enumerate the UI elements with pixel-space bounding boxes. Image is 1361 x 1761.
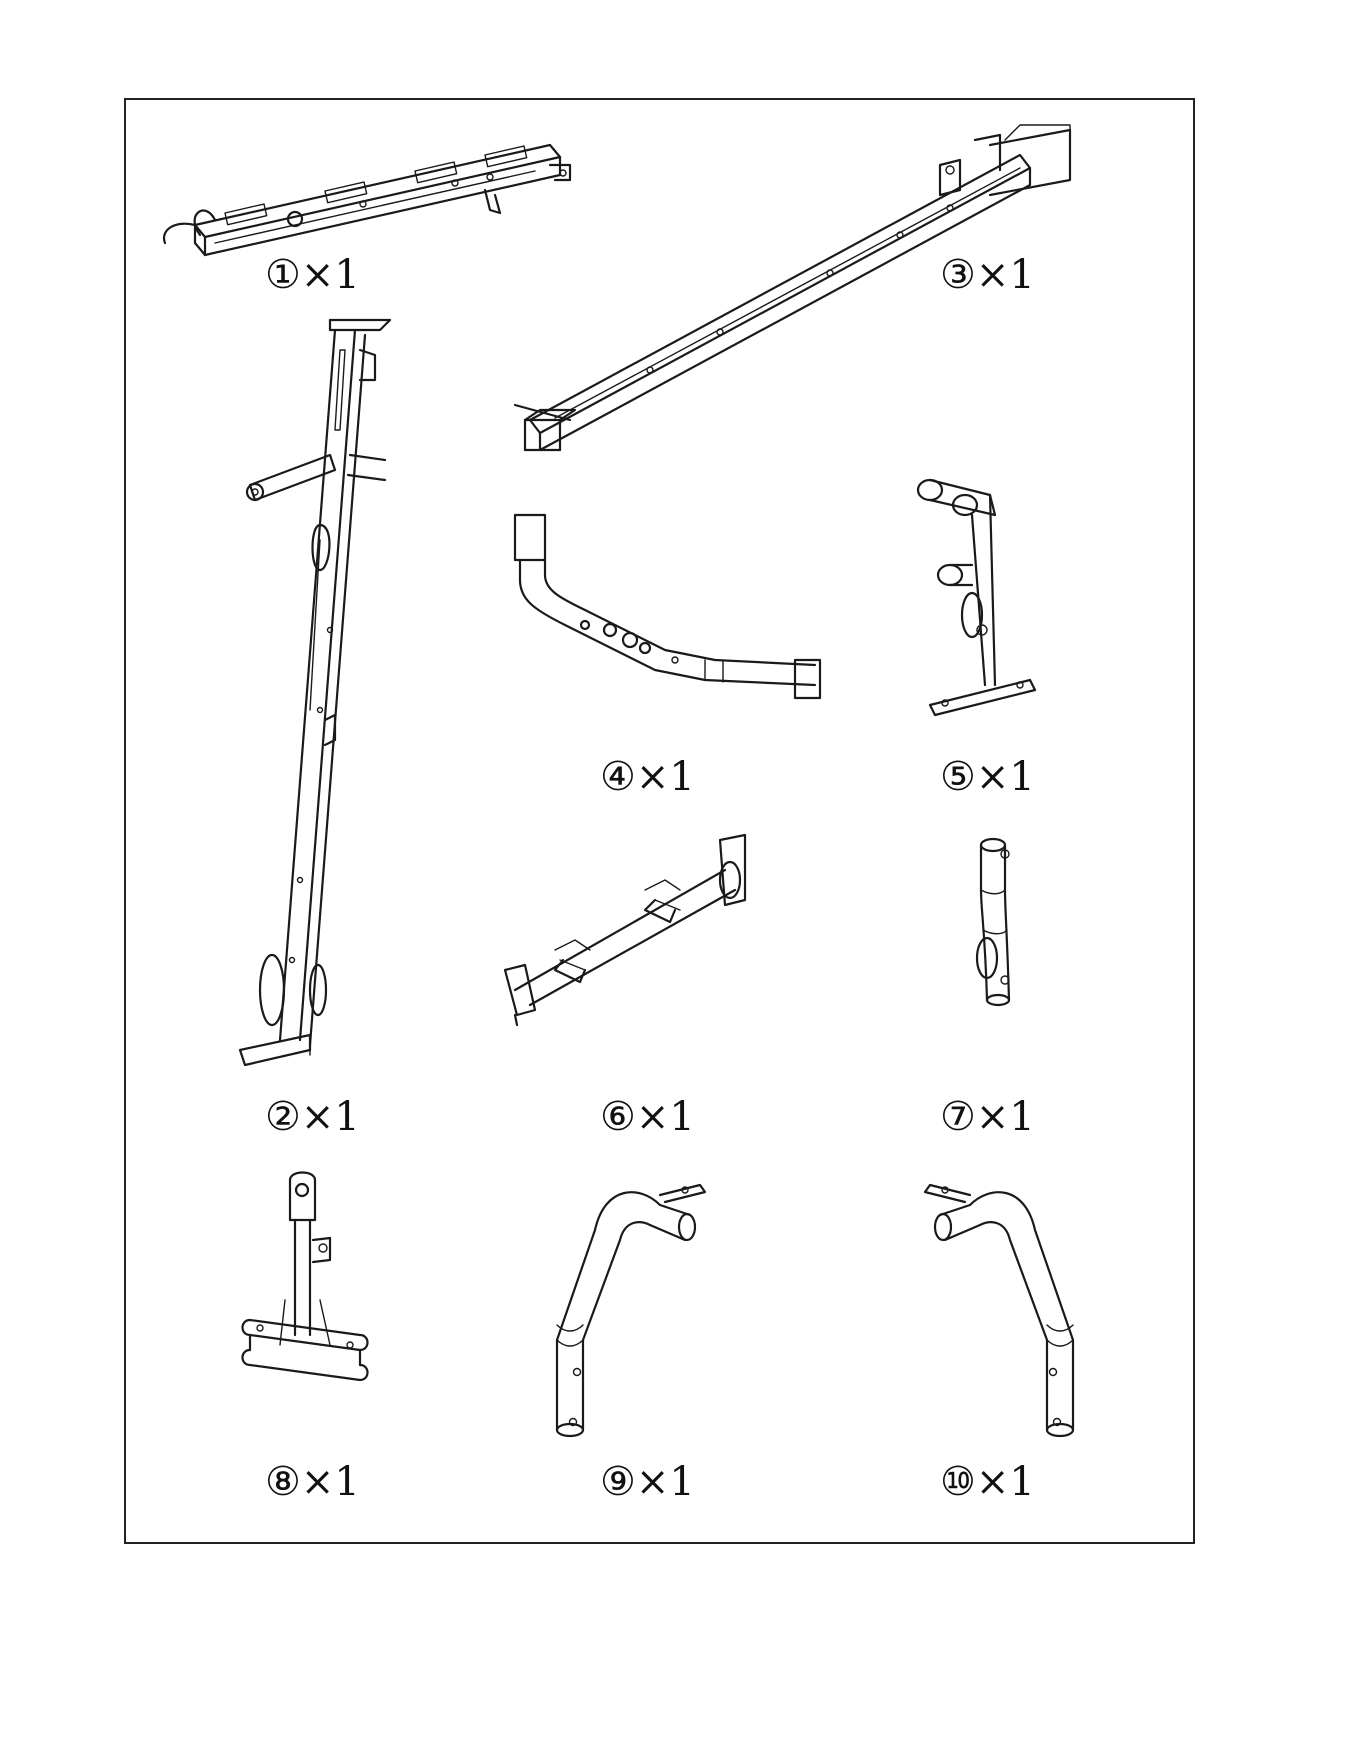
part-1-label: ①×1 [265,255,360,295]
part-5-label: ⑤×1 [940,757,1035,797]
part-8-label: ⑧×1 [265,1462,360,1502]
part-9-label: ⑨×1 [600,1462,695,1502]
part-8-drawing [235,1170,375,1410]
part-3-label: ③×1 [940,255,1035,295]
part-5-drawing [910,475,1050,725]
part-7-label: ⑦×1 [940,1097,1035,1137]
part-4-label: ④×1 [600,757,695,797]
part-2-label: ②×1 [265,1097,360,1137]
part-10-drawing [895,1170,1085,1440]
part-9-drawing [545,1170,735,1440]
part-7-drawing [965,830,1035,1010]
part-6-label: ⑥×1 [600,1097,695,1137]
part-10-label: ⑩×1 [940,1462,1035,1502]
part-6-drawing [495,830,755,1030]
part-1-drawing [155,125,565,265]
part-4-drawing [505,510,825,720]
part-2-drawing [240,310,400,1080]
